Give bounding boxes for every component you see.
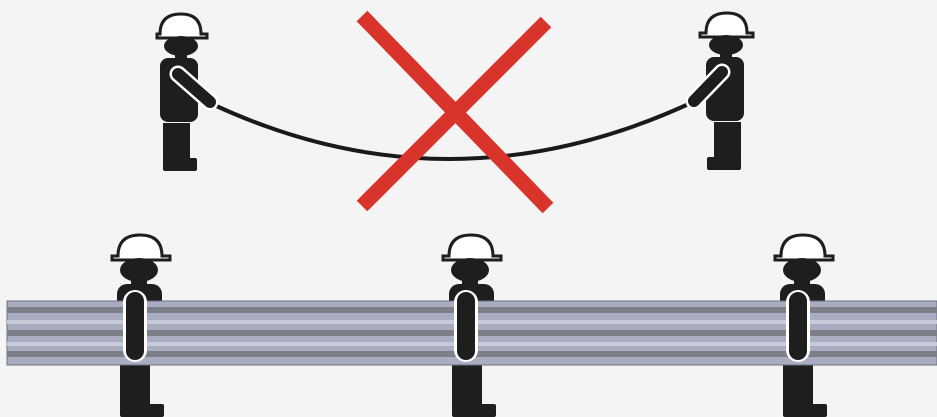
- legs: [452, 362, 482, 410]
- worker-right: [694, 13, 753, 170]
- legs: [714, 122, 741, 158]
- helmet-icon: [700, 13, 753, 37]
- helmet-icon: [443, 235, 501, 260]
- incorrect-method-panel: [157, 13, 753, 208]
- arm-worker-2: [454, 290, 478, 362]
- helmet-icon: [157, 14, 207, 38]
- helmet-icon: [112, 235, 170, 260]
- helmet-icon: [775, 235, 833, 260]
- incorrect-cross-icon: [362, 16, 548, 208]
- legs: [163, 123, 190, 159]
- correct-method-panel: [7, 235, 937, 417]
- legs: [783, 362, 813, 410]
- legs: [120, 362, 150, 410]
- arm-worker-1: [123, 290, 147, 362]
- arm-worker-3: [786, 290, 810, 362]
- worker-left: [157, 14, 210, 171]
